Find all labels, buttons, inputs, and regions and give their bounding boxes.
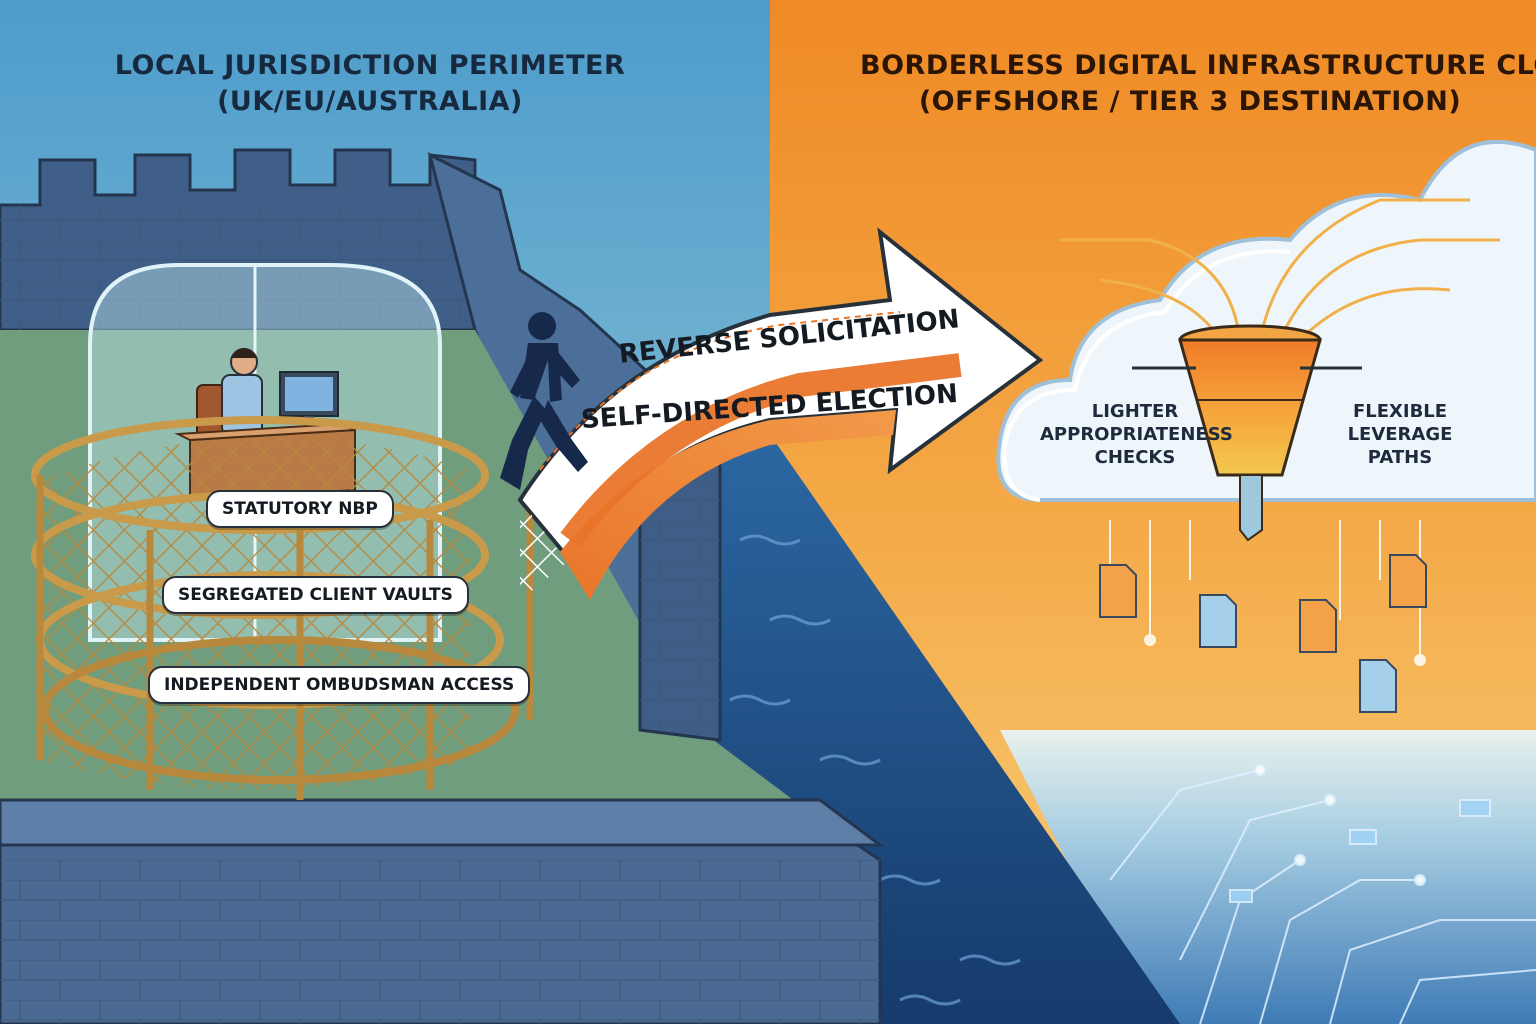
cloud-icon — [996, 139, 1536, 502]
cloud-label-right-line2: LEVERAGE — [1347, 424, 1453, 445]
left-title-line1: LOCAL JURISDICTION PERIMETER — [114, 50, 626, 81]
cloud-circuit-lines — [1060, 198, 1500, 342]
funnel-icon — [1132, 324, 1362, 542]
circuit-icon — [1109, 764, 1536, 1024]
cloud-label-left-line2: APPROPRIATENESS — [1040, 424, 1233, 445]
right-title-line2: (OFFSHORE / TIER 3 DESTINATION) — [918, 86, 1462, 117]
cloud-label-appropriateness: LIGHTER APPROPRIATENESS CHECKS — [1040, 400, 1233, 469]
arrow-graphic — [517, 227, 1044, 600]
right-title-line1: BORDERLESS DIGITAL INFRASTRUCTURE CLOUD — [860, 50, 1536, 81]
protection-label-statutory-nbp: STATUTORY NBP — [206, 490, 394, 528]
cloud-label-left-line3: CHECKS — [1094, 447, 1176, 468]
protection-label-ombudsman-access: INDEPENDENT OMBUDSMAN ACCESS — [148, 666, 531, 704]
document-icon — [1099, 554, 1427, 713]
cloud-label-leverage: FLEXIBLE LEVERAGE PATHS — [1325, 400, 1475, 469]
cloud-label-right-line3: PATHS — [1367, 447, 1433, 468]
left-panel-title: LOCAL JURISDICTION PERIMETER (UK/EU/AUST… — [100, 48, 640, 120]
circuit-floor — [1000, 730, 1536, 1024]
walking-person-icon — [500, 312, 588, 490]
cloud-label-right-line1: FLEXIBLE — [1352, 401, 1448, 422]
left-title-line2: (UK/EU/AUSTRALIA) — [217, 86, 523, 117]
cloud-label-left-line1: LIGHTER — [1091, 401, 1179, 422]
right-panel-title: BORDERLESS DIGITAL INFRASTRUCTURE CLOUD … — [860, 48, 1536, 120]
protection-label-segregated-vaults: SEGREGATED CLIENT VAULTS — [162, 576, 469, 614]
